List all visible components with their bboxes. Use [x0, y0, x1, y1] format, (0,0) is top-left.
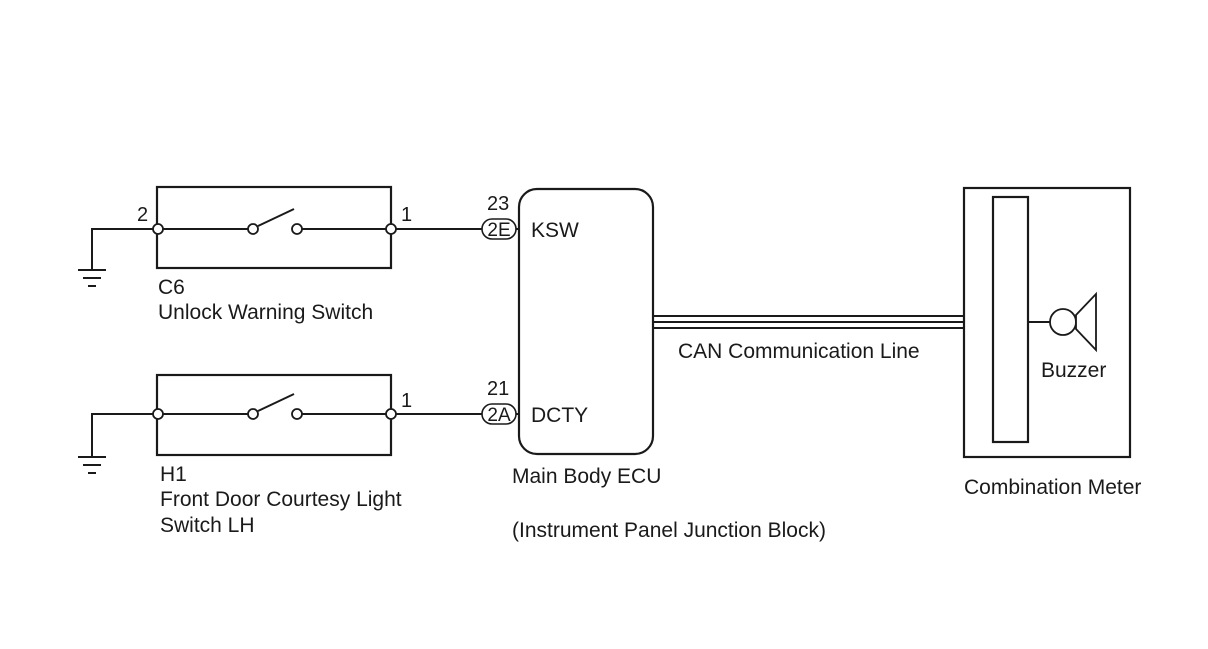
- terminal-h1-left: [152, 408, 164, 420]
- c6-code-label: C6: [158, 276, 185, 299]
- combination-meter: Buzzer Combination Meter: [962, 186, 1141, 499]
- switch-lever-h1: [257, 393, 295, 412]
- ground-symbol-c6: [78, 228, 158, 287]
- h1-pin-1-label: 1: [401, 390, 412, 412]
- h1-code-label: H1: [160, 463, 187, 486]
- ecu-subtitle-label: (Instrument Panel Junction Block): [512, 519, 826, 542]
- main-body-ecu: 23 2E KSW 21 2A DCTY Main Body ECU (Inst…: [481, 187, 826, 542]
- c6-pin-1-label: 1: [401, 204, 412, 226]
- buzzer-label: Buzzer: [1041, 359, 1106, 382]
- h1-name-line2: Switch LH: [160, 514, 255, 537]
- switch-contact-c6-b: [291, 223, 303, 235]
- dcty-connector-code: 2A: [487, 405, 511, 426]
- switch-contact-c6-a: [247, 223, 259, 235]
- h1-name-line1: Front Door Courtesy Light: [160, 488, 402, 511]
- front-door-courtesy-light-switch: 1 H1 Front Door Courtesy Light Switch LH: [78, 373, 412, 537]
- c6-name-label: Unlock Warning Switch: [158, 301, 373, 324]
- unlock-warning-switch: 2 1 C6 Unlock Warning Switch: [78, 185, 412, 324]
- meter-name-label: Combination Meter: [964, 476, 1141, 499]
- ksw-connector-oval: [481, 218, 517, 240]
- ksw-connector-code: 2E: [487, 220, 510, 241]
- meter-internal-bar: [991, 195, 1030, 444]
- dcty-connector-oval: [481, 403, 517, 425]
- switch-lever-c6: [257, 208, 295, 227]
- terminal-h1-pin1: [385, 408, 397, 420]
- c6-pin-2-label: 2: [137, 204, 148, 226]
- ground-symbol-h1: [78, 413, 158, 474]
- ksw-signal-label: KSW: [531, 219, 579, 242]
- switch-box-c6: [155, 185, 393, 270]
- switch-contact-h1-a: [247, 408, 259, 420]
- ksw-pin-number: 23: [487, 193, 509, 215]
- can-line-label: CAN Communication Line: [678, 340, 920, 363]
- terminal-c6-pin1: [385, 223, 397, 235]
- can-communication-line: CAN Communication Line: [653, 315, 965, 363]
- terminal-c6-pin2: [152, 223, 164, 235]
- switch-contact-h1-b: [291, 408, 303, 420]
- dcty-signal-label: DCTY: [531, 404, 588, 427]
- dcty-pin-number: 21: [487, 378, 509, 400]
- buzzer-icon: [1049, 291, 1097, 353]
- ecu-name-label: Main Body ECU: [512, 465, 661, 488]
